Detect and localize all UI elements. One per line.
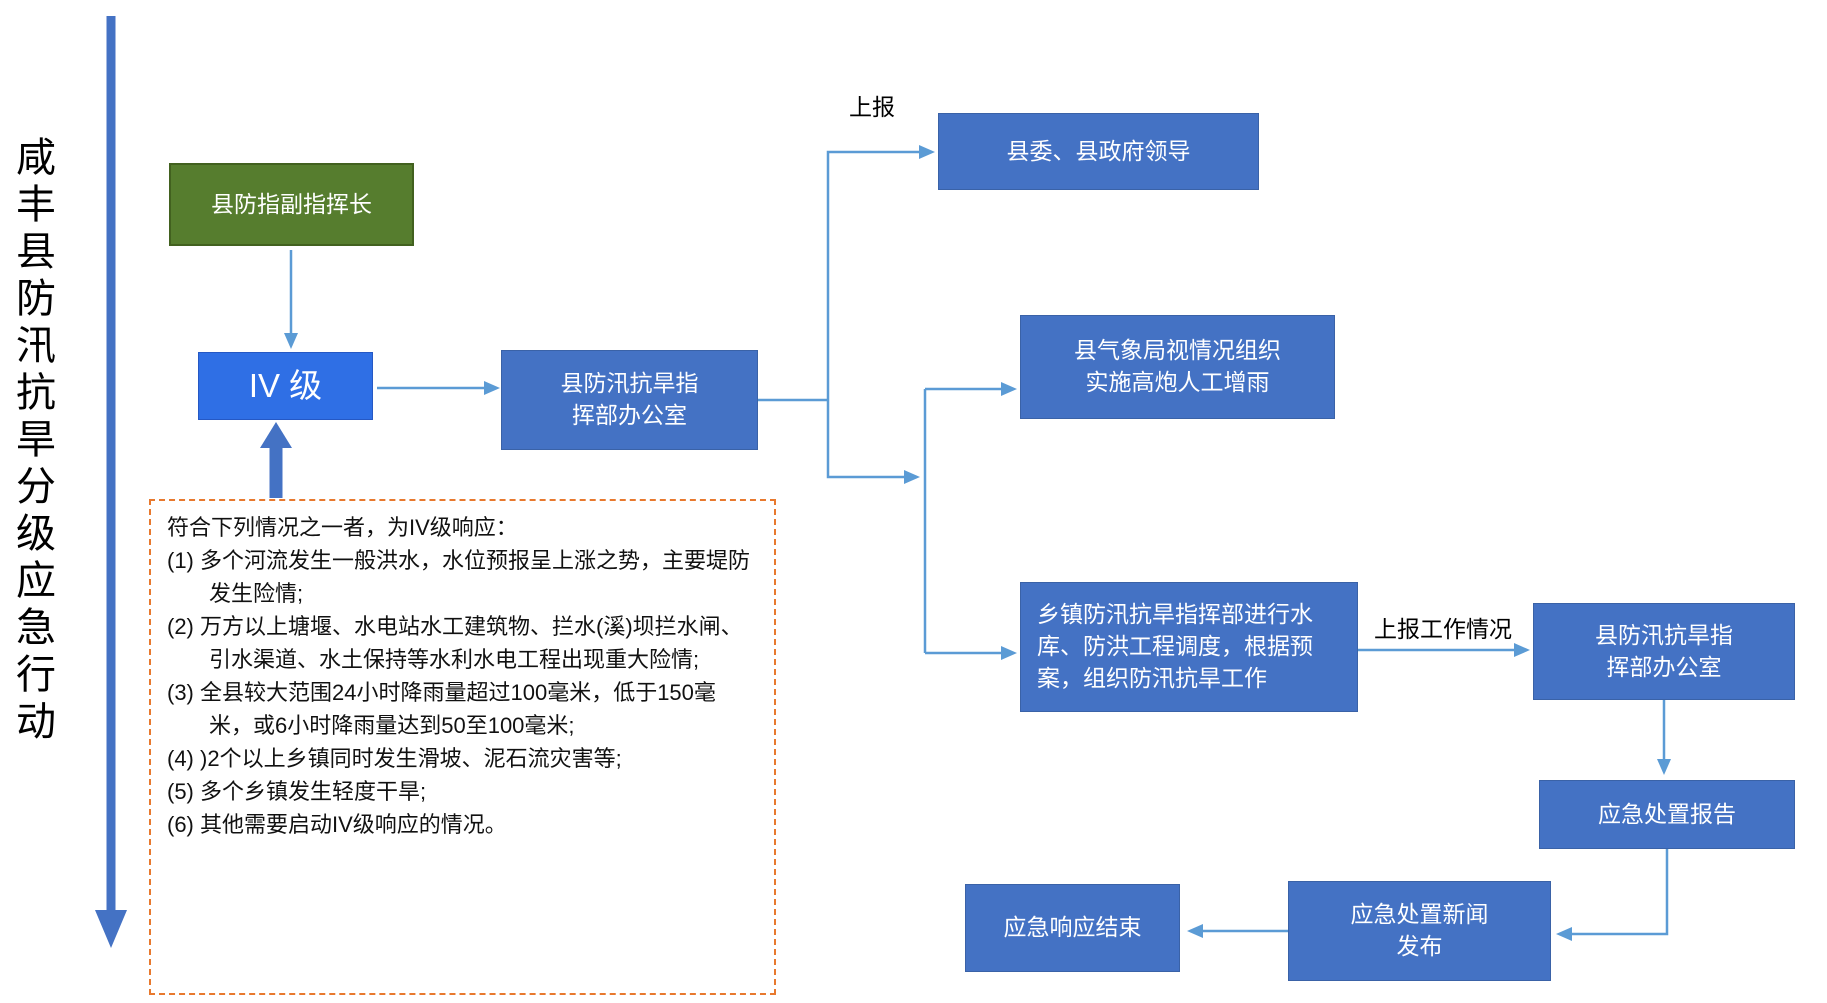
conditions-header: 符合下列情况之一者，为IV级响应：: [167, 515, 518, 540]
condition-item: (2) 万方以上塘堰、水电站水工建筑物、拦水(溪)坝拦水闸、引水渠道、水土保持等…: [167, 610, 758, 676]
arrow-office-to-junction: [826, 400, 920, 484]
arrow-report-to-news: [1556, 849, 1669, 941]
condition-item: (1) 多个河流发生一般洪水，水位预报呈上涨之势，主要堤防发生险情;: [167, 544, 758, 610]
node-level-iv: IV 级: [198, 352, 373, 420]
condition-item: (5) 多个乡镇发生轻度干旱;: [167, 775, 758, 808]
timeline-arrow: [95, 16, 127, 948]
node-county-office-2: 县防汛抗旱指 挥部办公室: [1533, 603, 1795, 700]
node-county-leaders: 县委、县政府领导: [938, 113, 1259, 190]
node-township: 乡镇防汛抗旱指挥部进行水 库、防洪工程调度，根据预 案，组织防汛抗旱工作: [1020, 582, 1358, 712]
arrow-office-to-leaders: [826, 145, 935, 400]
condition-item: (3) 全县较大范围24小时降雨量超过100毫米，低于150毫米，或6小时降雨量…: [167, 676, 758, 742]
condition-number: (2): [167, 614, 194, 639]
node-deputy-commander: 县防指副指挥长: [169, 163, 414, 246]
condition-text: 多个乡镇发生轻度干旱;: [200, 779, 427, 804]
node-news-release: 应急处置新闻 发布: [1288, 881, 1551, 981]
conditions-panel: 符合下列情况之一者，为IV级响应： (1) 多个河流发生一般洪水，水位预报呈上涨…: [149, 499, 776, 995]
condition-number: (4): [167, 746, 194, 771]
node-response-report: 应急处置报告: [1539, 780, 1795, 849]
thick-up-arrow: [260, 422, 292, 498]
condition-item: (4) )2个以上乡镇同时发生滑坡、泥石流灾害等;: [167, 742, 758, 775]
edge-label-report: 上报: [849, 94, 895, 120]
condition-number: (6): [167, 812, 194, 837]
condition-text: 万方以上塘堰、水电站水工建筑物、拦水(溪)坝拦水闸、引水渠道、水土保持等水利水电…: [200, 614, 743, 672]
node-county-office-1: 县防汛抗旱指 挥部办公室: [501, 350, 758, 450]
condition-text: 全县较大范围24小时降雨量超过100毫米，低于150毫米，或6小时降雨量达到50…: [200, 680, 716, 738]
condition-item: (6) 其他需要启动IV级响应的情况。: [167, 808, 758, 841]
edge-label-report-work: 上报工作情况: [1374, 616, 1512, 642]
condition-number: (5): [167, 779, 194, 804]
condition-text: )2个以上乡镇同时发生滑坡、泥石流灾害等;: [200, 746, 622, 771]
node-response-end: 应急响应结束: [965, 884, 1180, 972]
condition-text: 其他需要启动IV级响应的情况。: [200, 812, 507, 837]
condition-number: (1): [167, 548, 194, 573]
condition-text: 多个河流发生一般洪水，水位预报呈上涨之势，主要堤防发生险情;: [200, 548, 751, 606]
node-meteorology: 县气象局视情况组织 实施高炮人工增雨: [1020, 315, 1335, 419]
condition-number: (3): [167, 680, 194, 705]
diagram-title-vertical: 咸丰县防汛抗旱分级应急行动: [10, 136, 54, 747]
